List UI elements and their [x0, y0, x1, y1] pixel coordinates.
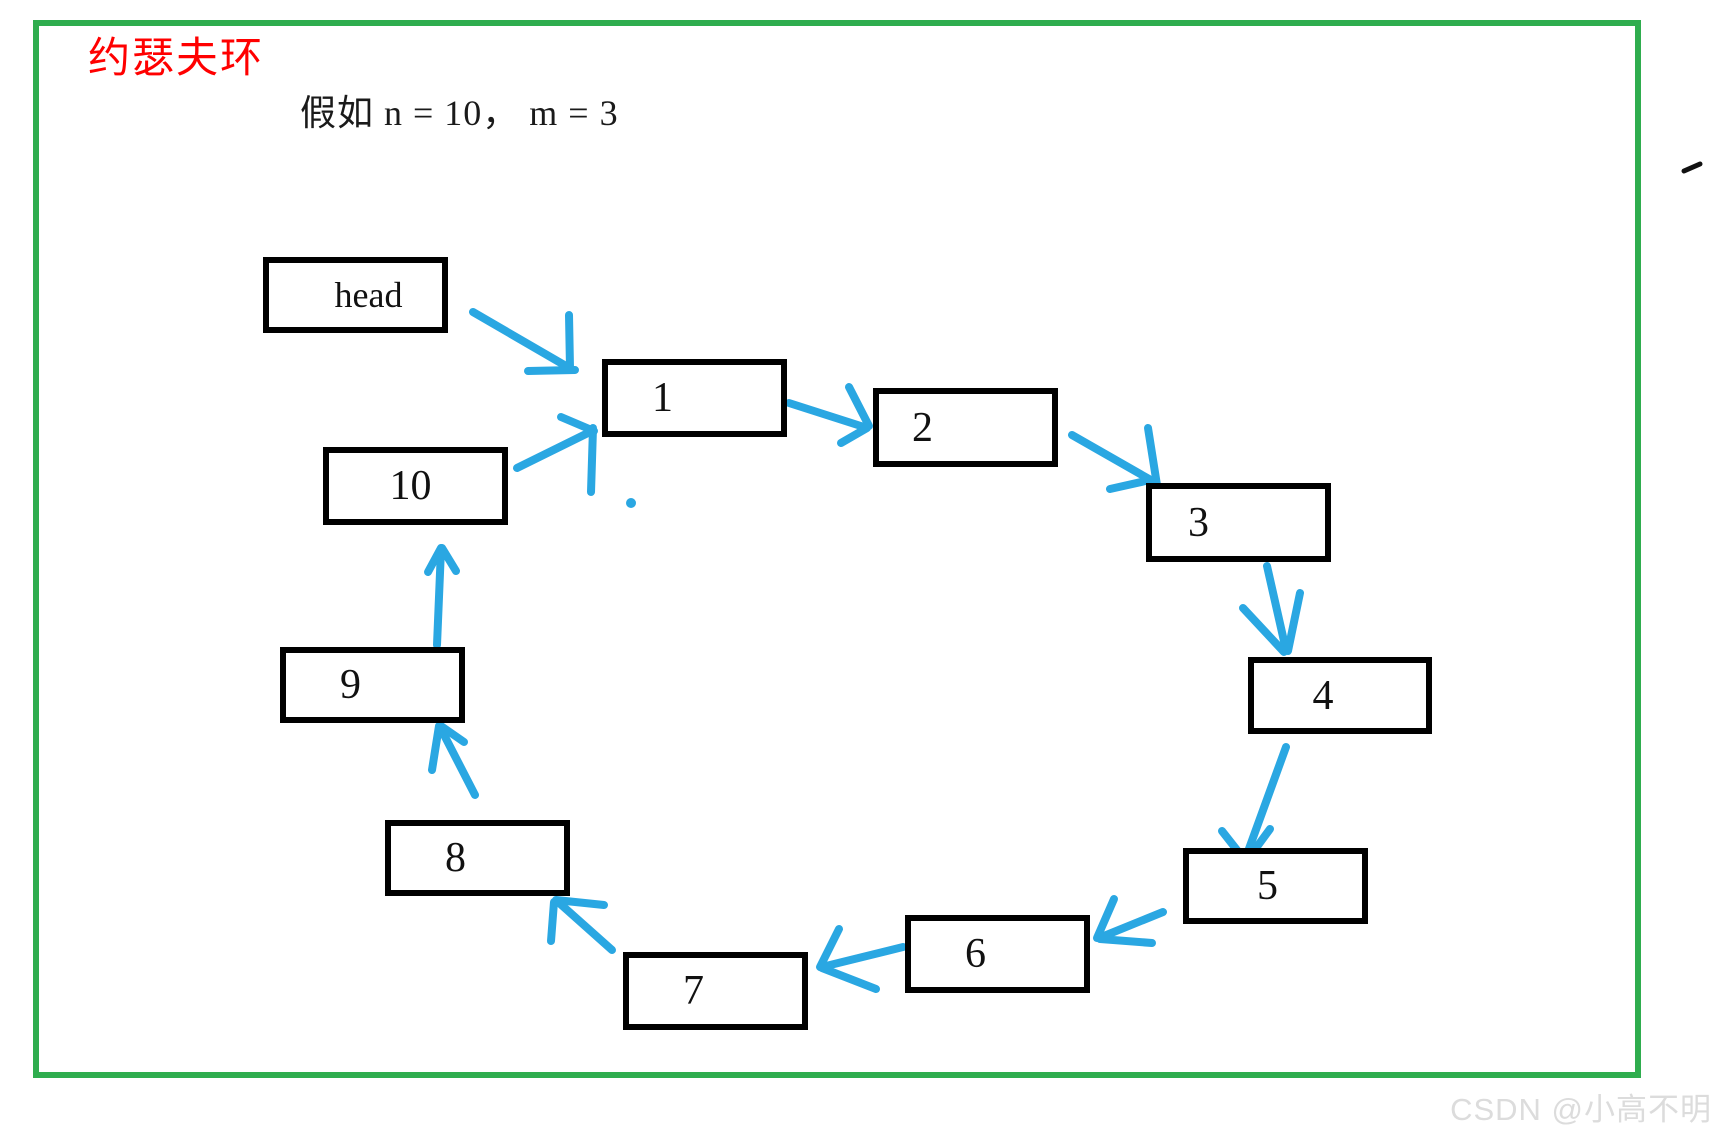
- arrow-stroke: [1242, 743, 1290, 861]
- arrow-stroke: [1096, 935, 1156, 947]
- watermark: CSDN @小高不明: [1450, 1092, 1712, 1127]
- node-label-5: 5: [1257, 863, 1278, 909]
- diagram-subtitle: 假如 n = 10， m = 3: [300, 93, 619, 133]
- arrow-stroke: [524, 366, 579, 375]
- arrow-stroke: [1263, 562, 1290, 654]
- node-box-2: 2: [873, 388, 1058, 467]
- node-label-7: 7: [683, 968, 704, 1014]
- arrow-10-to-1: [513, 413, 598, 496]
- arrow-stroke: [785, 399, 868, 431]
- node-box-9: 9: [280, 647, 465, 723]
- node-box-5: 5: [1183, 848, 1368, 924]
- node-box-3: 3: [1146, 483, 1331, 562]
- arrow-stroke: [837, 424, 871, 447]
- arrow-stroke: [438, 544, 460, 575]
- arrow-stroke: [428, 722, 443, 774]
- node-label-6: 6: [965, 931, 986, 977]
- arrow-head-to-1: [469, 308, 579, 375]
- arrow-stroke: [513, 427, 596, 472]
- ink-dot: [626, 498, 636, 508]
- arrow-stroke: [818, 943, 907, 971]
- arrow-stroke: [1284, 589, 1304, 655]
- arrow-stroke: [587, 424, 597, 496]
- node-label-9: 9: [340, 662, 361, 708]
- arrow-stroke: [1106, 476, 1154, 493]
- arrow-stroke: [1239, 604, 1288, 656]
- arrow-stroke: [1144, 424, 1161, 489]
- arrow-3-to-4: [1239, 562, 1304, 656]
- arrow-stroke: [565, 311, 574, 372]
- arrow-stroke: [436, 723, 479, 799]
- node-box-8: 8: [385, 820, 570, 896]
- arrow-stroke: [424, 544, 445, 576]
- arrow-4-to-5: [1218, 743, 1290, 863]
- diagram-title: 约瑟夫环: [88, 36, 265, 82]
- arrow-5-to-6: [1093, 895, 1167, 947]
- pen-dash-mark: [1681, 161, 1703, 174]
- arrow-6-to-7: [816, 925, 907, 993]
- arrow-7-to-8: [547, 896, 616, 954]
- arrow-stroke: [1068, 431, 1153, 483]
- node-box-1: 1: [602, 359, 787, 437]
- node-label-2: 2: [912, 404, 933, 451]
- arrow-stroke: [557, 413, 598, 435]
- arrow-stroke: [437, 722, 468, 746]
- arrow-stroke: [1095, 908, 1167, 942]
- node-box-6: 6: [905, 915, 1090, 993]
- node-box-10: 10: [323, 447, 508, 525]
- node-label-4: 4: [1312, 672, 1334, 719]
- arrow-2-to-3: [1068, 424, 1161, 493]
- green-border-frame: [33, 20, 1641, 1078]
- arrow-stroke: [816, 925, 843, 971]
- node-label-head: head: [334, 275, 403, 315]
- arrow-stroke: [553, 897, 616, 954]
- node-box-4: 4: [1248, 657, 1432, 734]
- node-label-8: 8: [445, 835, 466, 881]
- arrow-stroke: [845, 383, 873, 430]
- arrow-stroke: [1093, 895, 1118, 942]
- arrow-stroke: [818, 964, 880, 993]
- arrow-9-to-10: [424, 544, 460, 649]
- node-box-head: head: [263, 257, 448, 333]
- arrow-stroke: [552, 896, 608, 909]
- node-box-7: 7: [623, 952, 808, 1030]
- arrow-8-to-9: [428, 722, 479, 799]
- node-label-3: 3: [1188, 499, 1209, 546]
- node-label-1: 1: [652, 375, 673, 421]
- node-label-10: 10: [389, 463, 432, 509]
- arrow-1-to-2: [785, 383, 873, 447]
- arrow-stroke: [547, 898, 558, 945]
- arrow-stroke: [433, 545, 445, 649]
- arrow-stroke: [469, 308, 570, 370]
